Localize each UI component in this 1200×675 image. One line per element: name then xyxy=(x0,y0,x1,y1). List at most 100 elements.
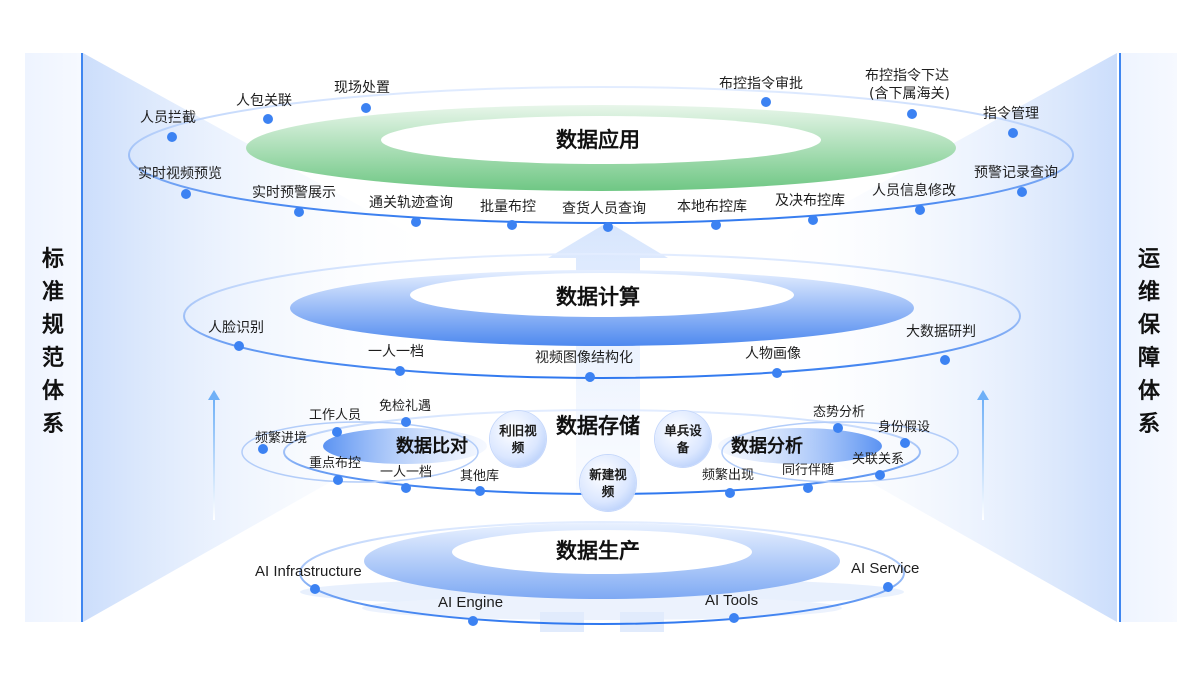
analysis-item-label: 频繁出现 xyxy=(702,468,755,483)
node-dot xyxy=(411,217,421,227)
app-item-label: 本地布控库 xyxy=(677,199,747,215)
app-item-label: 指令管理 xyxy=(983,106,1039,122)
compute-item-label: 视频图像结构化 xyxy=(535,350,633,366)
production-ring xyxy=(299,521,905,625)
app-item-label: 现场处置 xyxy=(334,80,390,96)
single-device-label: 单兵设备 xyxy=(664,423,702,455)
node-dot xyxy=(475,486,485,496)
node-dot xyxy=(167,132,177,142)
comparison-title: 数据比对 xyxy=(396,436,468,457)
app-item-label: 布控指令下达 xyxy=(865,68,949,84)
comparison-item-label: 频繁进境 xyxy=(255,431,308,446)
app-item-label: 实时视频预览 xyxy=(138,166,222,182)
standards-system-panel: 标准规范体系 xyxy=(25,53,83,622)
production-item-label: AI Engine xyxy=(438,594,504,611)
node-dot xyxy=(915,205,925,215)
app-item-label: 布控指令审批 xyxy=(719,76,803,92)
node-dot xyxy=(940,355,950,365)
comparison-ring xyxy=(241,421,479,483)
comparison-item-label: 工作人员 xyxy=(309,408,362,423)
node-dot xyxy=(1008,128,1018,138)
node-dot xyxy=(401,483,411,493)
application-disc-center xyxy=(381,116,821,164)
left-fan-glow xyxy=(83,53,440,622)
node-dot xyxy=(1017,187,1027,197)
node-dot xyxy=(725,488,735,498)
right-fan-glow xyxy=(760,53,1117,622)
analysis-item-label: 身份假设 xyxy=(878,420,931,435)
standards-system-label: 标准规范体系 xyxy=(41,247,64,437)
node-dot xyxy=(761,97,771,107)
node-dot xyxy=(263,114,273,124)
node-dot xyxy=(294,207,304,217)
storage-layer-title: 数据存储 xyxy=(556,414,640,438)
analysis-title: 数据分析 xyxy=(731,436,803,457)
node-dot xyxy=(833,423,843,433)
legacy-video-bubble: 利旧视频 xyxy=(490,411,546,467)
app-item-label: 预警记录查询 xyxy=(974,165,1058,181)
node-dot xyxy=(332,427,342,437)
app-item-label: 通关轨迹查询 xyxy=(369,195,453,211)
node-dot xyxy=(181,189,191,199)
node-dot xyxy=(875,470,885,480)
node-dot xyxy=(883,582,893,592)
compute-item-label: 人物画像 xyxy=(745,346,801,362)
legacy-video-label: 利旧视频 xyxy=(499,423,537,455)
node-dot xyxy=(711,220,721,230)
computing-ring xyxy=(183,253,1021,379)
new-video-label: 新建视频 xyxy=(589,467,627,499)
compute-item-label: 人脸识别 xyxy=(208,320,264,336)
comparison-item-label: 重点布控 xyxy=(309,456,362,471)
application-layer-title: 数据应用 xyxy=(556,128,640,152)
production-item-label: AI Service xyxy=(851,560,920,577)
app-item-label: 人员拦截 xyxy=(140,110,196,126)
production-disc-center xyxy=(452,530,752,574)
comparison-item-label: 其他库 xyxy=(460,469,500,484)
app-item-label: 查货人员查询 xyxy=(562,201,646,217)
analysis-item-label: 关联关系 xyxy=(852,452,905,467)
node-dot xyxy=(585,372,595,382)
compute-item-label: 一人一档 xyxy=(368,344,424,360)
computing-disc-center xyxy=(410,273,794,317)
node-dot xyxy=(258,444,268,454)
node-dot xyxy=(361,103,371,113)
single-device-bubble: 单兵设备 xyxy=(655,411,711,467)
analysis-ring xyxy=(721,421,959,483)
node-dot xyxy=(772,368,782,378)
node-dot xyxy=(808,215,818,225)
left-up-arrow xyxy=(208,390,220,520)
analysis-disc xyxy=(718,428,882,464)
production-layer-title: 数据生产 xyxy=(556,539,640,563)
computing-layer-title: 数据计算 xyxy=(556,285,640,309)
application-ring xyxy=(128,86,1074,224)
node-dot xyxy=(468,616,478,626)
node-dot xyxy=(729,613,739,623)
node-dot xyxy=(395,366,405,376)
right-up-arrow xyxy=(977,390,989,520)
node-dot xyxy=(333,475,343,485)
node-dot xyxy=(603,222,613,232)
app-item-label: 及决布控库 xyxy=(775,193,845,209)
comparison-disc xyxy=(323,428,487,464)
operations-system-label: 运维保障体系 xyxy=(1137,247,1160,437)
app-item-label: 批量布控 xyxy=(480,199,536,215)
node-dot xyxy=(234,341,244,351)
comparison-item-label: 免检礼遇 xyxy=(379,399,432,414)
production-item-label: AI Tools xyxy=(705,592,759,609)
node-dot xyxy=(907,109,917,119)
new-video-bubble: 新建视频 xyxy=(580,455,636,511)
node-dot xyxy=(803,483,813,493)
app-item-label-sub: (含下属海关) xyxy=(869,86,950,102)
node-dot xyxy=(401,417,411,427)
comparison-item-label: 一人一档 xyxy=(380,465,433,480)
app-item-label: 人包关联 xyxy=(236,93,292,109)
node-dot xyxy=(900,438,910,448)
app-item-label: 人员信息修改 xyxy=(872,183,956,199)
node-dot xyxy=(310,584,320,594)
app-item-label: 实时预警展示 xyxy=(252,185,336,201)
operations-system-panel: 运维保障体系 xyxy=(1119,53,1177,622)
node-dot xyxy=(507,220,517,230)
analysis-item-label: 同行伴随 xyxy=(782,463,835,478)
analysis-item-label: 态势分析 xyxy=(813,405,866,420)
